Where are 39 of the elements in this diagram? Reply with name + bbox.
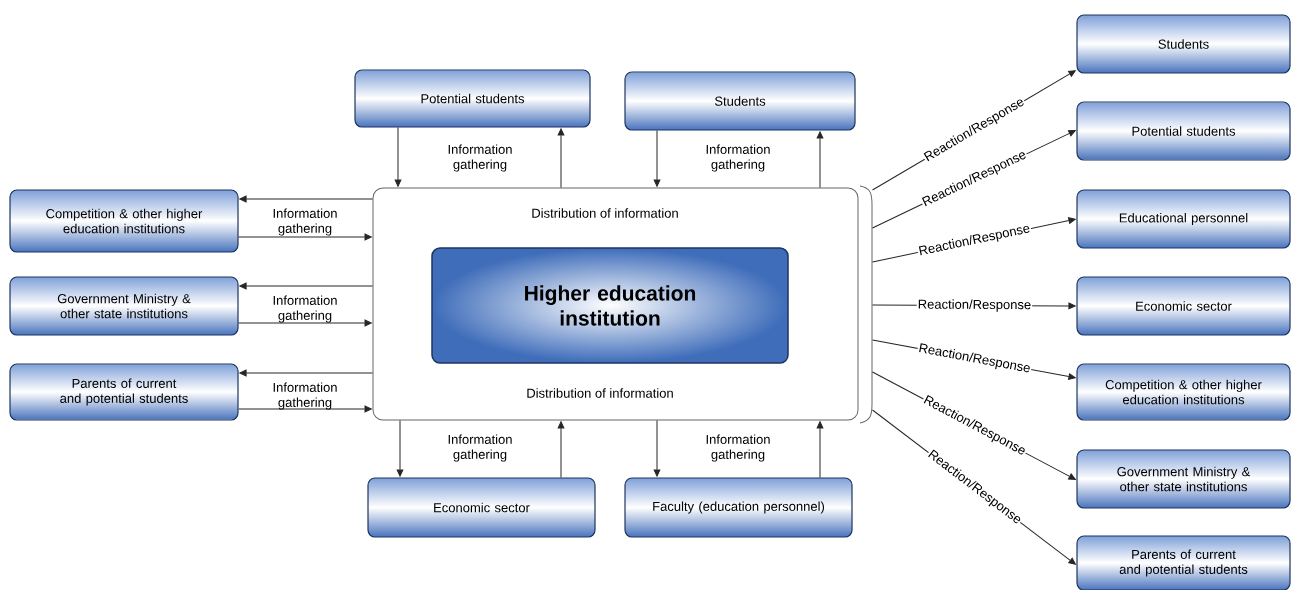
stakeholder-box: Potential students bbox=[354, 69, 591, 128]
arrow bbox=[653, 420, 661, 477]
arrow bbox=[239, 195, 373, 203]
stakeholder-box: Educational personnel bbox=[1076, 189, 1291, 249]
edge-label: Information gathering bbox=[273, 295, 337, 323]
stakeholder-box: Parents of current and potential students bbox=[1076, 535, 1291, 590]
stakeholder-box: Competition & other higher education institutions bbox=[1076, 363, 1291, 421]
stakeholder-box: Students bbox=[1076, 14, 1291, 74]
arrow bbox=[816, 131, 824, 188]
arrow bbox=[238, 405, 372, 413]
edge-label: Reaction/Response bbox=[918, 299, 1031, 312]
arrow bbox=[557, 128, 565, 188]
stakeholder-box: Government Ministry & other state institutions bbox=[1076, 449, 1291, 509]
stakeholder-box: Economic sector bbox=[1076, 276, 1291, 336]
stakeholder-box: Economic sector bbox=[367, 477, 596, 538]
edge-label: Information gathering bbox=[448, 144, 512, 172]
edge-label: Information gathering bbox=[706, 144, 770, 172]
central-box: Higher education institution bbox=[431, 247, 789, 364]
arrow bbox=[816, 421, 824, 478]
box-text: Distribution of information bbox=[532, 208, 678, 218]
arrow bbox=[653, 130, 661, 187]
arrow bbox=[239, 282, 373, 290]
stakeholder-box: Faculty (education personnel) bbox=[624, 477, 853, 538]
arrow bbox=[396, 420, 404, 477]
stakeholder-box: Potential students bbox=[1076, 101, 1291, 161]
edge-label: Information gathering bbox=[706, 434, 770, 462]
edge-label: Information gathering bbox=[273, 208, 337, 236]
stakeholder-box: Government Ministry & other state institutions bbox=[9, 276, 239, 336]
stakeholder-box: Parents of current and potential students bbox=[9, 363, 239, 421]
arrow bbox=[394, 127, 402, 187]
stakeholder-box: Students bbox=[624, 71, 856, 131]
edge-label: Information gathering bbox=[273, 382, 337, 410]
arrow bbox=[238, 233, 372, 241]
arrow bbox=[557, 421, 565, 478]
arrow bbox=[238, 319, 372, 327]
edge-label: Information gathering bbox=[448, 434, 512, 462]
arrow bbox=[239, 369, 373, 377]
box-text: Distribution of information bbox=[527, 388, 673, 398]
stakeholder-box: Competition & other higher education institutions bbox=[9, 189, 239, 253]
